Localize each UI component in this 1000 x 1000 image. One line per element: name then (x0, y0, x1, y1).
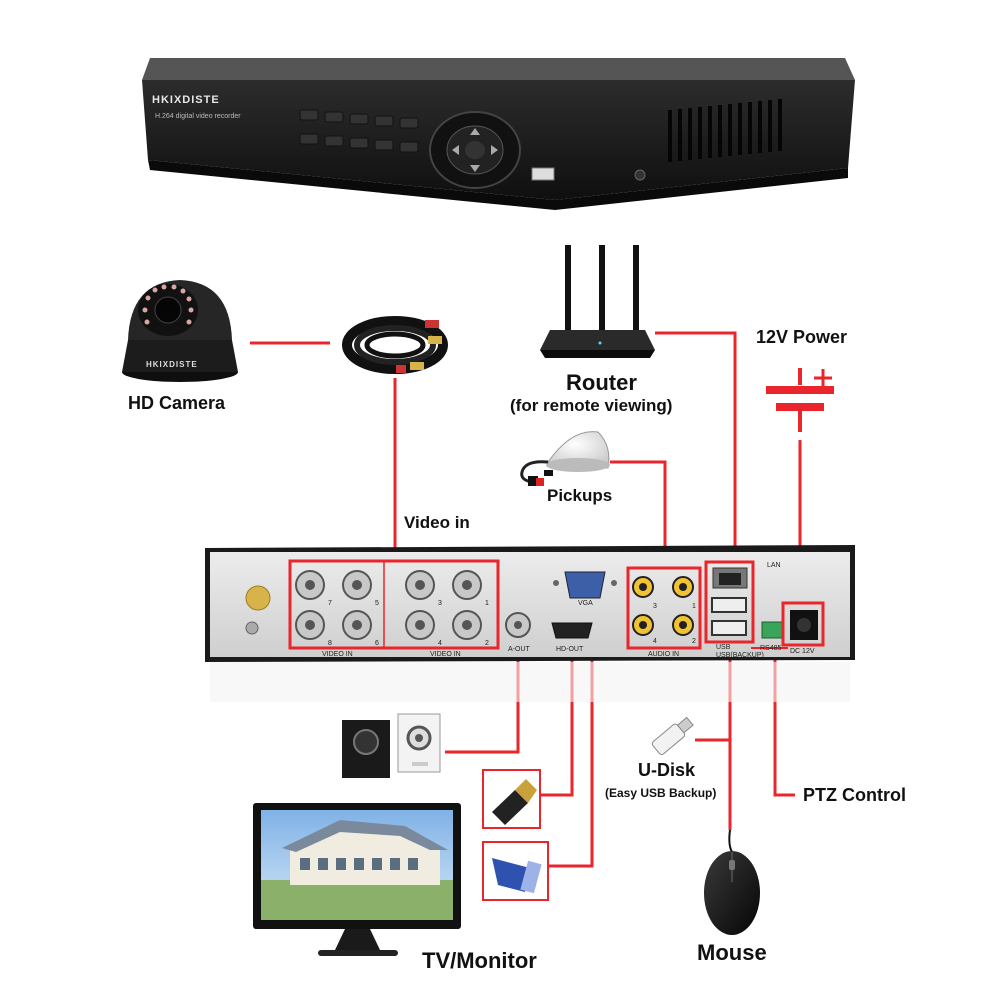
pickup-microphone-image (520, 431, 610, 486)
mouse-label: Mouse (697, 940, 767, 965)
panel-audio-in: AUDIO IN (648, 651, 680, 658)
pickups-label: Pickups (547, 486, 613, 505)
usb-flash-drive-image (651, 716, 694, 755)
panel-usb: USB (716, 644, 731, 651)
channel-number: 3 (438, 600, 442, 607)
mouse-image (704, 829, 760, 935)
dvr-front-unit (142, 58, 855, 210)
panel-rs485: RS485 (760, 645, 782, 652)
panel-lan: LAN (767, 562, 781, 569)
video-in-label: Video in (404, 513, 470, 532)
channel-number: 7 (328, 600, 332, 607)
router-label: Router (566, 370, 637, 395)
channel-number: 8 (328, 640, 332, 647)
channel-number: 5 (375, 600, 379, 607)
ptz-control-label: PTZ Control (803, 785, 906, 805)
channel-number: 6 (375, 640, 379, 647)
vga-cable-image (482, 841, 549, 901)
hd-camera-label: HD Camera (128, 393, 226, 413)
panel-a-out: A-OUT (508, 646, 530, 653)
channel-number: 1 (485, 600, 489, 607)
channel-number: 2 (485, 640, 489, 647)
panel-video-in-right: VIDEO IN (430, 651, 461, 658)
dc-power-symbol (766, 368, 834, 432)
power-label: 12V Power (756, 327, 848, 347)
audio-channel-number: 4 (653, 638, 657, 645)
tv-monitor-image (253, 803, 461, 956)
hd-camera-image (122, 280, 238, 382)
panel-hd-out: HD-OUT (556, 646, 584, 653)
udisk-label: U-Disk (638, 760, 696, 780)
dvr-subtitle: H.264 digital video recorder (155, 113, 241, 120)
panel-dc12v: DC 12V (790, 648, 815, 655)
audio-channel-number: 2 (692, 638, 696, 645)
hdmi-cable-image (482, 769, 541, 829)
dvr-rear-panel (205, 545, 855, 702)
panel-video-in-left: VIDEO IN (322, 651, 353, 658)
router-image (540, 245, 655, 358)
channel-number: 4 (438, 640, 442, 647)
dvr-brand-logo: HKIXDISTE (152, 94, 220, 106)
audio-channel-number: 1 (692, 603, 696, 610)
audio-channel-number: 3 (653, 603, 657, 610)
panel-vga: VGA (578, 600, 593, 607)
udisk-note: (Easy USB Backup) (605, 786, 717, 800)
video-cable-image (342, 316, 448, 374)
tv-monitor-label: TV/Monitor (422, 948, 537, 973)
camera-brand-logo: HKIXDISTE (146, 360, 198, 369)
router-note: (for remote viewing) (510, 396, 673, 415)
panel-usb-backup: USB(BACKUP) (716, 652, 764, 659)
speakers-image (342, 713, 441, 778)
